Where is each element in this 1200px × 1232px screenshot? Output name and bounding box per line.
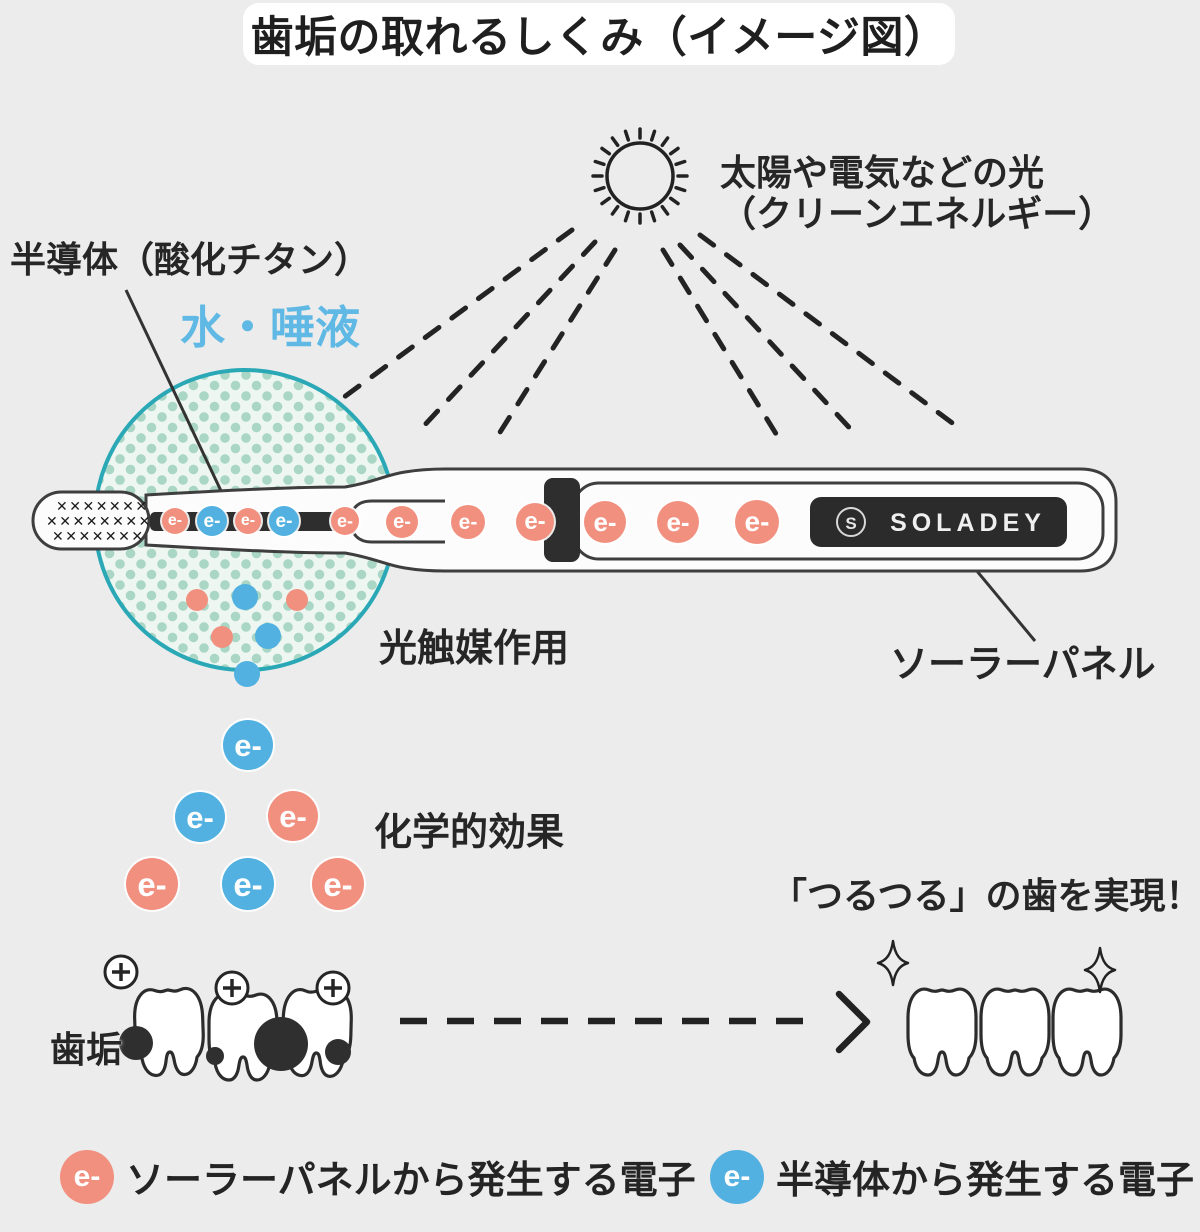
sun-ray-tick <box>660 204 670 216</box>
red-electron-icon: e- <box>60 1149 114 1204</box>
electron-red: e- <box>268 791 318 841</box>
transition-arrow <box>400 990 871 1054</box>
electron-blue <box>232 584 258 610</box>
sun-ray-tick <box>623 210 631 223</box>
water-saliva-label: 水・唾液 <box>180 302 361 353</box>
blue-electron-icon: e- <box>710 1149 764 1204</box>
solar-panel-label: ソーラーパネル <box>890 644 1156 686</box>
sun-ray-tick <box>610 136 620 148</box>
handle-clip <box>544 478 580 562</box>
sun-ray-tick <box>649 129 657 142</box>
soladey-logo-icon <box>836 507 866 537</box>
electron-blue: e- <box>197 506 227 536</box>
electron-red: e- <box>735 500 779 544</box>
electron-red: e- <box>331 507 359 535</box>
soladey-panel: S SOLADEY <box>810 497 1067 547</box>
electron-red: e- <box>584 501 626 543</box>
soladey-logo-glyph: S <box>845 514 856 533</box>
title-box: 歯垢の取れるしくみ（イメージ図） <box>243 3 955 65</box>
electron-red: e- <box>235 508 261 534</box>
light-source-label: 太陽や電気などの光 （クリーンエネルギー） <box>720 152 1114 234</box>
electron-red: e- <box>657 501 699 543</box>
toothbrush-head <box>31 490 151 551</box>
clean-teeth <box>906 987 1123 1077</box>
electron-red <box>186 589 208 611</box>
electron-red <box>211 626 233 648</box>
electron-red: e- <box>451 505 485 539</box>
bristles-pattern: ✕✕✕✕✕✕✕✕✕✕✕✕✕✕✕✕✕✕✕✕✕✕ <box>44 499 152 544</box>
electron-red: e- <box>312 858 364 910</box>
bristle-row: ✕✕✕✕✕✕✕ <box>52 528 145 544</box>
light-rays-icon <box>337 227 958 440</box>
sun-ray-tick <box>674 185 687 193</box>
sun-ray-tick <box>610 204 620 216</box>
chemical-effect-label: 化学的効果 <box>374 812 565 854</box>
electron-blue: e- <box>222 858 274 910</box>
electron-red: e- <box>162 508 188 534</box>
electron-blue: e- <box>223 720 273 770</box>
toothbrush: S SOLADEY <box>31 467 1118 573</box>
electron-blue: e- <box>175 792 225 842</box>
semiconductor-label: 半導体（酸化チタン） <box>10 239 371 280</box>
legend-semiconductor-electron: e- 半導体から発生する電子 <box>710 1149 1194 1204</box>
sun-ray-tick <box>668 146 680 156</box>
sun-ray-tick <box>660 136 670 148</box>
plaque-blobs <box>119 1017 351 1071</box>
electron-blue <box>234 661 260 687</box>
electron-blue <box>255 623 281 649</box>
bristle-row: ✕✕✕✕✕✕✕✕ <box>46 513 152 529</box>
sun-ray-tick <box>593 159 606 167</box>
sun-icon <box>591 127 689 225</box>
sun-ray-tick <box>600 146 612 156</box>
light-source-line2: （クリーンエネルギー） <box>720 193 1115 234</box>
plaque-label: 歯垢 <box>50 1029 123 1070</box>
electron-red <box>286 589 308 611</box>
electron-red: e- <box>516 503 554 541</box>
legend-solar-label: ソーラーパネルから発生する電子 <box>126 1160 696 1202</box>
semiconductor-pointer-line <box>124 289 233 513</box>
sun-ray-tick <box>600 196 612 206</box>
legend-solar-electron: e- ソーラーパネルから発生する電子 <box>60 1149 696 1204</box>
electron-blue: e- <box>269 506 299 536</box>
sun-ray-tick <box>668 196 680 206</box>
legend-semiconductor-label: 半導体から発生する電子 <box>776 1160 1195 1202</box>
result-label: 「つるつる」の歯を実現！ <box>771 875 1200 916</box>
sun-ray-tick <box>593 185 606 193</box>
electron-red: e- <box>386 506 418 538</box>
sparkle-icons <box>876 939 1117 994</box>
light-source-line1: 太陽や電気などの光 <box>720 152 1045 193</box>
electron-red: e- <box>126 858 178 910</box>
sun-ray-tick <box>649 210 657 223</box>
sun-ray-tick <box>623 129 631 142</box>
plus-markers <box>103 954 351 1006</box>
soladey-brand-text: SOLADEY <box>890 509 1046 537</box>
sun-ray-tick <box>674 159 687 167</box>
bristle-row: ✕✕✕✕✕✕✕ <box>56 498 149 514</box>
photocatalysis-label: 光触媒作用 <box>379 628 570 670</box>
page-title: 歯垢の取れるしくみ（イメージ図） <box>250 14 948 62</box>
